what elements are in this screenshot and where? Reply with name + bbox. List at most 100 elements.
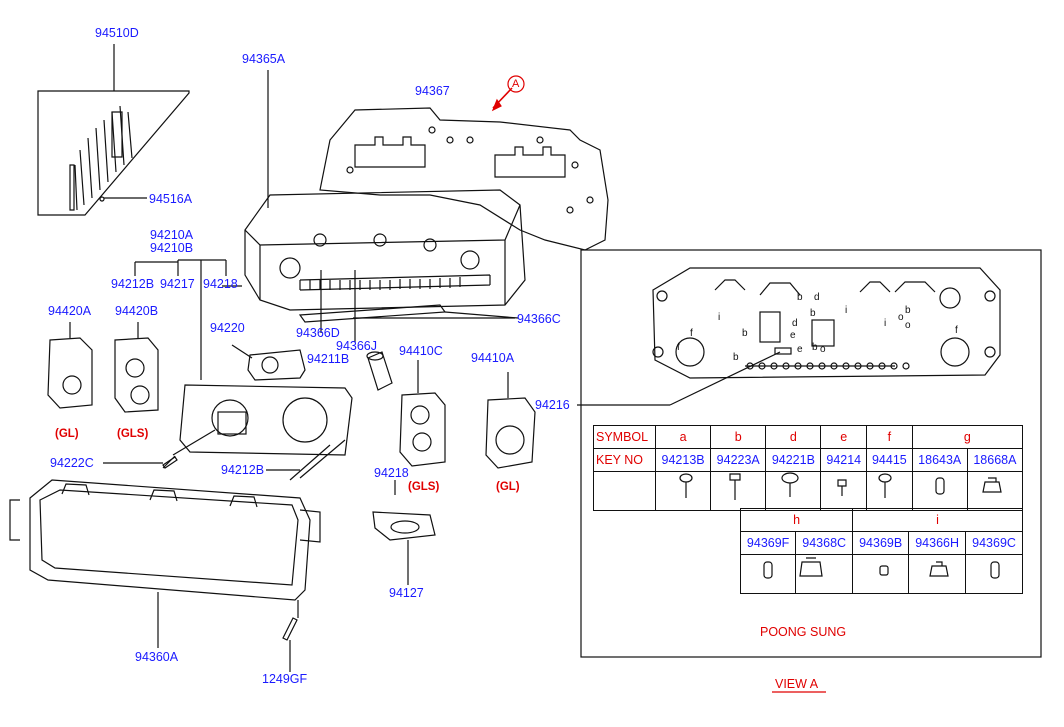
symbol-h: h	[739, 508, 854, 532]
bulb-icon	[739, 554, 797, 594]
marker-letter: b	[742, 328, 748, 339]
marker-letter: i	[845, 305, 848, 316]
marker-letter: i	[884, 318, 887, 329]
callout-a: A	[512, 78, 520, 90]
marker-letter: o	[905, 320, 911, 331]
variant-gl-right: (GL)	[496, 481, 520, 493]
label-94210A: 94210A	[150, 228, 194, 242]
label-94366D: 94366D	[296, 326, 340, 340]
label-94211B: 94211B	[307, 352, 350, 366]
blank-cell	[593, 471, 656, 511]
marker-letter: b	[812, 342, 818, 353]
key-number: 94369C	[965, 531, 1023, 555]
bulb-icon	[911, 471, 968, 511]
key-number: 18643A	[911, 448, 968, 472]
marker-letter: d	[792, 318, 798, 329]
variant-gl-left: (GL)	[55, 428, 79, 440]
buzzer-94220	[231, 344, 306, 381]
marker-letter: d	[814, 292, 820, 303]
icon-row-2	[739, 554, 1023, 594]
socket-icon	[908, 554, 967, 594]
symbol-row: SYMBOL a b d e f g	[593, 425, 1024, 449]
label-94366J: 94366J	[336, 339, 378, 353]
label-94218-top: 94218	[203, 277, 238, 291]
screw-icon	[866, 471, 913, 511]
label-94410C: 94410C	[399, 344, 443, 358]
label-94360A: 94360A	[135, 650, 179, 664]
marker-letter: b	[905, 305, 911, 316]
label-94212B-bottom: 94212B	[221, 463, 265, 477]
label-94420A: 94420A	[48, 304, 92, 318]
label-94210B: 94210B	[150, 241, 194, 255]
symbol-b: b	[710, 425, 767, 449]
label-94367: 94367	[415, 84, 450, 98]
symbol-f: f	[866, 425, 913, 449]
marker-letter: f	[677, 342, 680, 353]
screw-icon	[820, 471, 868, 511]
key-number: 94415	[866, 448, 913, 472]
screw-icon	[654, 471, 712, 511]
label-94220: 94220	[210, 321, 245, 335]
meter-case-94365A	[244, 70, 526, 342]
symbol-table: SYMBOL a b d e f g KEY NO 94213B 94223A …	[593, 425, 1024, 511]
socket-94127	[372, 480, 436, 585]
symbol-a: a	[654, 425, 712, 449]
key-number: 94223A	[710, 448, 767, 472]
symbol-header: SYMBOL	[593, 425, 656, 449]
bulb-94366J	[366, 351, 393, 391]
label-94365A: 94365A	[242, 52, 286, 66]
printed-circuit-94212	[162, 384, 353, 481]
label-94217: 94217	[160, 277, 195, 291]
key-number: 94369F	[739, 531, 797, 555]
symbol-row-2: h i	[739, 508, 1023, 532]
label-94516A: 94516A	[149, 192, 193, 206]
marker-letter: o	[820, 344, 826, 355]
view-a-title: VIEW A	[775, 677, 819, 691]
label-94216: 94216	[535, 398, 570, 412]
label-94212B-top: 94212B	[111, 277, 155, 291]
bulb-icon	[852, 554, 910, 594]
bulb-panel-94510D	[37, 44, 190, 216]
symbol-i: i	[852, 508, 1023, 532]
circuit-board-94367	[319, 75, 609, 251]
marker-letter: f	[955, 325, 958, 336]
marker-letter: f	[690, 328, 693, 339]
symbol-g: g	[911, 425, 1024, 449]
symbol-table-2: h i 94369F 94368C 94369B 94366H 94369C	[739, 508, 1023, 594]
key-number: 94214	[820, 448, 868, 472]
leader-94210	[134, 259, 242, 380]
key-number: 94369B	[852, 531, 910, 555]
label-1249GF: 1249GF	[262, 672, 308, 686]
screw-icon	[765, 471, 822, 511]
marker-letter: b	[733, 352, 739, 363]
bulb-icon	[965, 554, 1023, 594]
label-94127: 94127	[389, 586, 424, 600]
variant-gls-left: (GLS)	[117, 428, 149, 440]
meter-94410A	[485, 372, 536, 469]
label-94410A: 94410A	[471, 351, 515, 365]
marker-letter: b	[810, 308, 816, 319]
socket-icon	[795, 554, 854, 594]
socket-icon	[966, 471, 1024, 511]
screw-icon	[710, 471, 767, 511]
label-94420B: 94420B	[115, 304, 159, 318]
marker-letter: b	[797, 292, 803, 303]
label-94222C: 94222C	[50, 456, 94, 470]
key-number: 18668A	[966, 448, 1024, 472]
screw-94222C	[103, 456, 178, 469]
sub-meter-94420B	[114, 322, 159, 413]
symbol-d: d	[765, 425, 822, 449]
keyno-row: KEY NO 94213B 94223A 94221B 94214 94415 …	[593, 448, 1024, 472]
marker-letter: e	[790, 330, 796, 341]
key-number: 94221B	[765, 448, 822, 472]
variant-gls-mid: (GLS)	[408, 481, 440, 493]
icon-row	[593, 471, 1024, 511]
key-number: 94213B	[654, 448, 712, 472]
marker-letter: e	[797, 344, 803, 355]
marker-letter: o	[898, 312, 904, 323]
sub-meter-94420A	[47, 322, 93, 409]
maker-name: POONG SUNG	[760, 625, 847, 639]
marker-letter: i	[718, 312, 721, 323]
